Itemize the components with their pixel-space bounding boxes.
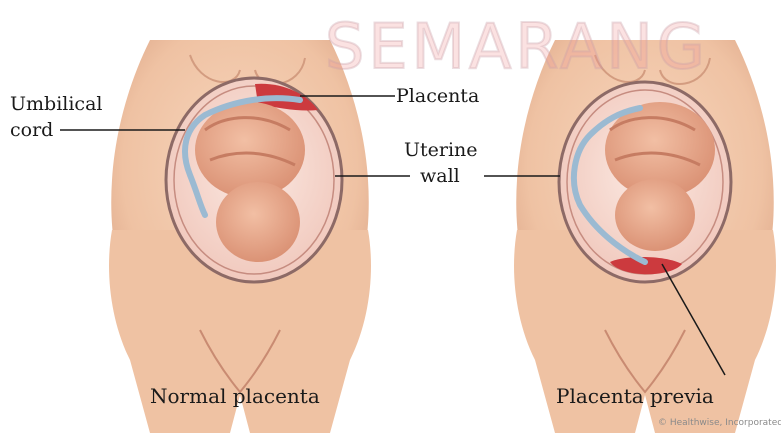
figure-normal-placenta bbox=[109, 40, 371, 433]
label-uterine-wall-line1: Uterine bbox=[404, 140, 478, 160]
caption-normal-placenta: Normal placenta bbox=[150, 385, 320, 407]
label-uterine-wall-line2: wall bbox=[420, 166, 460, 186]
fetus-head-left bbox=[216, 182, 300, 262]
caption-placenta-previa: Placenta previa bbox=[556, 385, 714, 407]
watermark-semarang: SEMARANG bbox=[325, 10, 709, 83]
figure-placenta-previa bbox=[514, 40, 776, 433]
label-placenta: Placenta bbox=[396, 86, 479, 106]
fetus-head-right bbox=[615, 179, 695, 251]
label-umbilical-cord-line1: Umbilical bbox=[10, 94, 102, 114]
label-umbilical-cord-line2: cord bbox=[10, 120, 53, 140]
credit-text: © Healthwise, Incorporated bbox=[658, 418, 781, 428]
